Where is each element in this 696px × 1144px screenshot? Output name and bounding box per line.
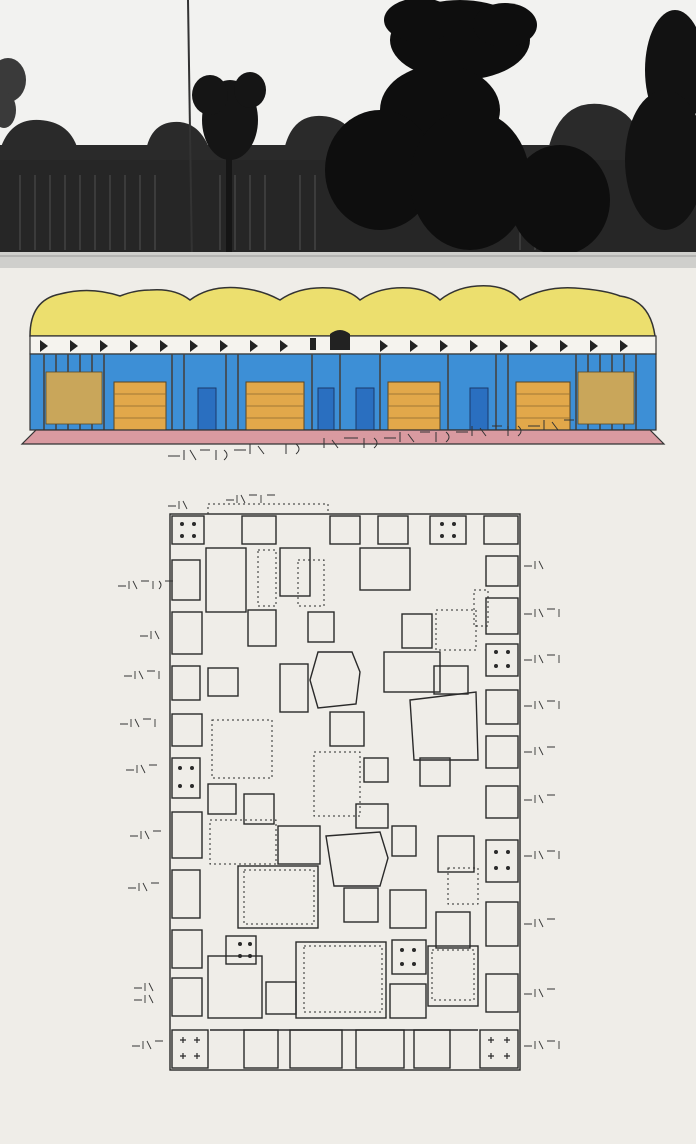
plan-pillar-marks	[178, 522, 510, 966]
tree-center	[192, 72, 266, 260]
ground	[0, 252, 696, 268]
elevation-roof	[29, 285, 656, 337]
tree-large-right	[325, 0, 610, 255]
plan-crosses	[180, 1037, 510, 1059]
plan-labels-script	[118, 494, 560, 1050]
facade-photograph	[0, 0, 696, 268]
tree-far-right	[625, 10, 696, 230]
facade-elevation	[20, 285, 666, 445]
wall-slats	[19, 175, 581, 250]
frieze-pattern	[40, 330, 628, 352]
drawing-sheet	[0, 268, 696, 1144]
plan-courtyards	[207, 503, 489, 1013]
elevation-caption-script	[168, 419, 574, 461]
plan-outer-wall	[169, 513, 521, 1071]
tree-left	[0, 58, 26, 128]
elevation-base	[20, 429, 666, 445]
elevation-lattice	[45, 371, 635, 425]
elevation-doorways	[197, 387, 489, 431]
flag-pole	[187, 0, 193, 263]
floor-plan	[169, 513, 521, 1071]
